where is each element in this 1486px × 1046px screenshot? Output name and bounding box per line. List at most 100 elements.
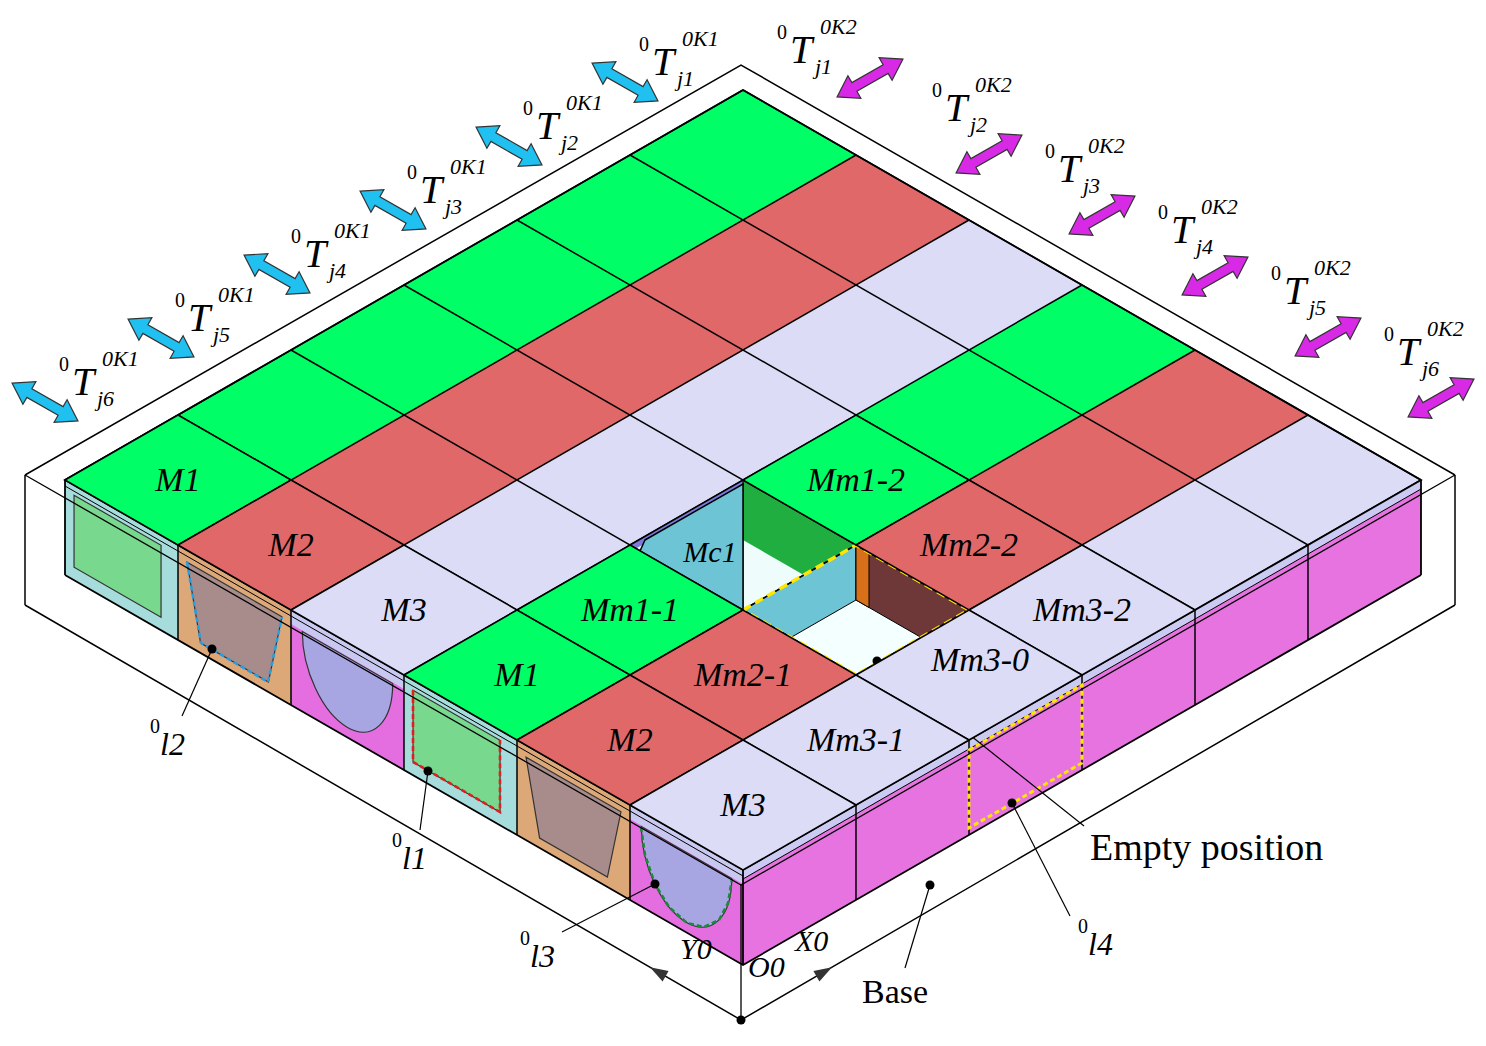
bounding-box-front <box>25 475 1455 885</box>
transform-symbol: T <box>304 234 326 274</box>
slab-left-face <box>177 545 179 640</box>
symbol-index: 0 <box>291 226 301 246</box>
bounding-box-front <box>25 475 1455 1020</box>
axis-arrowheads <box>650 967 832 981</box>
transform-symbol: T <box>72 362 94 402</box>
symbol-index: 0 <box>407 162 417 182</box>
symbol-index: 0K1 <box>450 156 487 178</box>
transform-symbol: T <box>536 106 558 146</box>
tile-outline <box>630 740 856 870</box>
bounding-box-front <box>740 885 741 1020</box>
transform-symbol: T <box>188 298 210 338</box>
symbol-index: 0 <box>1384 324 1394 344</box>
symbol-index: 0K1 <box>102 348 139 370</box>
callout-dots <box>208 645 217 654</box>
module-label: M3 <box>720 788 765 822</box>
transform-symbol: T <box>1397 332 1419 372</box>
axis-arrowheads <box>650 967 669 981</box>
empty-position <box>856 545 869 608</box>
callout-number: l1 <box>402 842 427 874</box>
callout-number: 0 <box>392 830 402 850</box>
slab-outline <box>65 575 1421 965</box>
module-label: Mc1 <box>683 537 736 567</box>
symbol-index: j6 <box>97 388 114 410</box>
bounding-box <box>1454 475 1456 605</box>
transform-symbol: T <box>1284 271 1306 311</box>
slab-outline <box>65 90 1421 965</box>
symbol-index: 0 <box>777 22 787 42</box>
bounding-box <box>24 475 26 605</box>
callout-dots <box>424 767 433 776</box>
symbol-index: 0 <box>1271 263 1281 283</box>
axis-label: Y0 <box>680 934 712 964</box>
callout-text: Empty position <box>1090 828 1323 866</box>
module-label: Mm3-0 <box>931 643 1029 677</box>
slab-outline <box>65 90 1421 870</box>
symbol-index: 0K2 <box>975 74 1012 96</box>
symbol-index: 0 <box>175 290 185 310</box>
slab-outline <box>64 480 66 575</box>
transform-symbol: T <box>420 170 442 210</box>
callout-dots <box>926 881 935 890</box>
module-label: Mm1-1 <box>581 593 679 627</box>
symbol-index: 0 <box>1045 141 1055 161</box>
symbol-index: 0K2 <box>820 16 857 38</box>
joint-arrows-k2 <box>831 48 1481 428</box>
symbol-index: 0K2 <box>1201 196 1238 218</box>
joint-arrows-k2 <box>1402 368 1481 428</box>
symbol-index: 0K1 <box>682 28 719 50</box>
callout-dots <box>737 1016 746 1025</box>
joint-arrows-k2 <box>831 48 910 108</box>
symbol-index: j1 <box>677 68 694 90</box>
callout-text: Base <box>862 975 928 1009</box>
symbol-index: j2 <box>970 114 987 136</box>
symbol-index: 0K2 <box>1427 318 1464 340</box>
transform-symbol: T <box>945 88 967 128</box>
callout-number: l3 <box>530 940 555 972</box>
slab-top-face <box>65 90 1421 870</box>
symbol-index: j6 <box>1422 358 1439 380</box>
leader-lines <box>905 885 930 968</box>
callout-dots <box>1008 799 1017 808</box>
leader-lines <box>420 771 428 830</box>
symbol-index: 0K1 <box>566 92 603 114</box>
symbol-index: j1 <box>815 56 832 78</box>
joint-arrows-k1 <box>6 52 665 432</box>
axis-arrowheads <box>813 967 832 981</box>
symbol-index: 0K2 <box>1088 135 1125 157</box>
module-label: M3 <box>381 593 426 627</box>
slab-left-face <box>403 675 405 770</box>
callout-dots <box>651 880 660 889</box>
symbol-index: 0 <box>523 98 533 118</box>
symbol-index: 0 <box>1158 202 1168 222</box>
joint-arrows-k2 <box>950 124 1029 184</box>
symbol-index: 0 <box>639 34 649 54</box>
symbol-index: j3 <box>445 196 462 218</box>
slab-left-face <box>65 480 743 965</box>
symbol-index: j5 <box>213 324 230 346</box>
callout-dots <box>208 645 1017 1025</box>
symbol-index: j2 <box>561 132 578 154</box>
module-label: Mm2-1 <box>694 658 792 692</box>
transform-symbol: T <box>1058 149 1080 189</box>
module-label: Mm2-2 <box>920 528 1018 562</box>
axis-label: O0 <box>748 952 785 982</box>
transform-symbol: T <box>1171 210 1193 250</box>
transform-symbol: T <box>652 42 674 82</box>
symbol-index: 0 <box>59 354 69 374</box>
joint-arrows-k2 <box>1289 307 1368 367</box>
symbol-index: j5 <box>1309 297 1326 319</box>
symbol-index: 0K1 <box>218 284 255 306</box>
symbol-index: j3 <box>1083 175 1100 197</box>
callout-number: 0 <box>1078 916 1088 936</box>
module-tile: M3 <box>630 740 856 870</box>
slab-left-face <box>516 740 518 835</box>
callout-number: 0 <box>520 928 530 948</box>
module-label: M2 <box>268 528 313 562</box>
symbol-index: j4 <box>329 260 346 282</box>
joint-arrows-k2 <box>1063 185 1142 245</box>
module-label: Mm1-2 <box>807 463 905 497</box>
module-label: Mm3-2 <box>1033 593 1131 627</box>
slab-left-face <box>629 805 631 900</box>
module-label: Mm3-1 <box>807 723 905 757</box>
